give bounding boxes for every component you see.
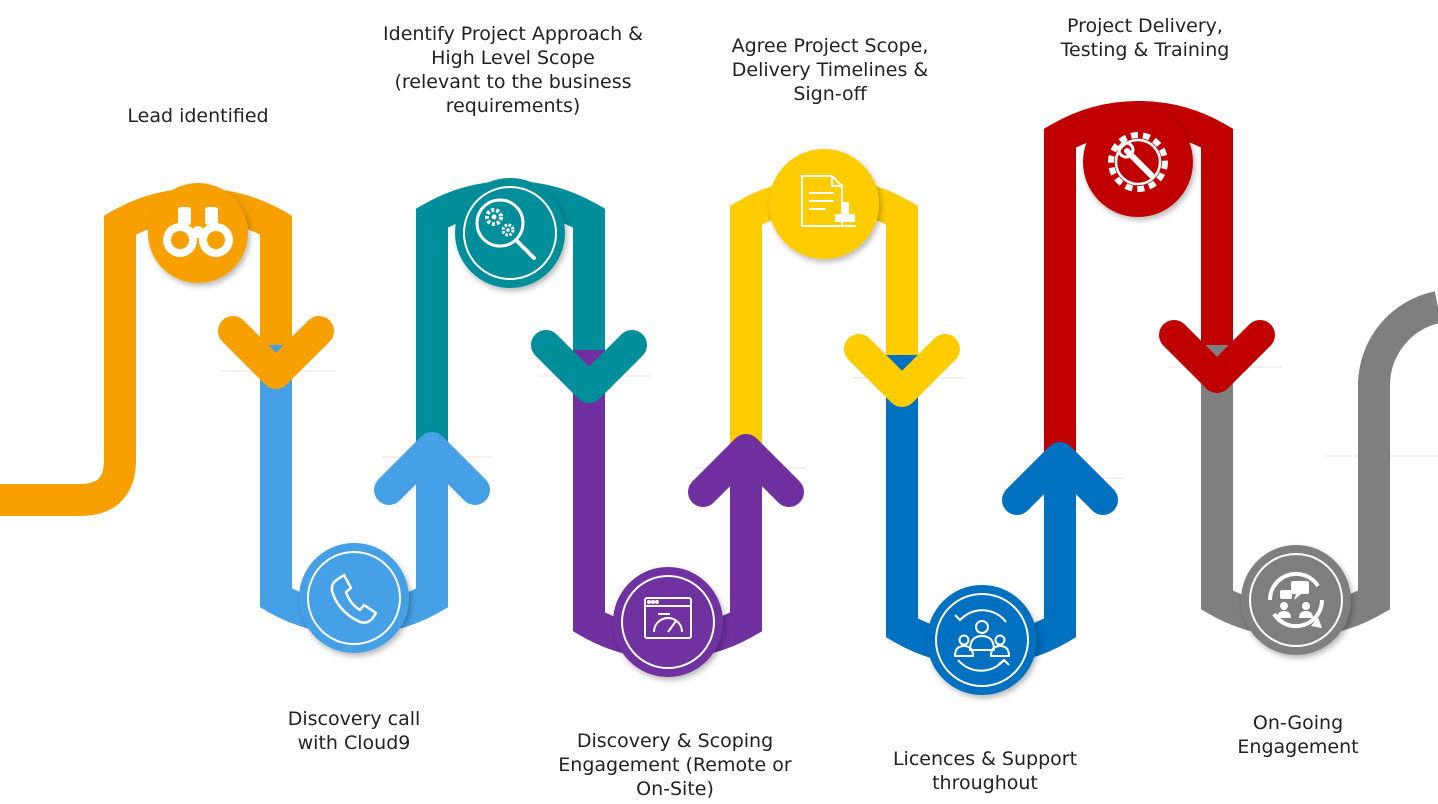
icon-teal-circle	[455, 178, 565, 288]
step-label-discovery-scoping: Discovery & Scoping Engagement (Remote o…	[558, 730, 792, 800]
binoculars-icon	[163, 207, 233, 257]
icon-yellow-circle	[769, 149, 879, 259]
gear-wrench-icon	[1108, 132, 1168, 192]
step-label-identify-approach: Identify Project Approach & High Level S…	[383, 23, 643, 117]
magnifier-gears-icon	[475, 198, 536, 260]
step-label-lead-identified: Lead identified	[127, 105, 269, 127]
icon-gray-circle	[1241, 545, 1351, 655]
arrow-up-purple	[688, 434, 804, 507]
step-label-ongoing-engagement: On-Going Engagement	[1237, 712, 1359, 758]
step-label-discovery-call: Discovery call with Cloud9	[287, 708, 421, 754]
arrow-down-teal	[531, 330, 647, 403]
arrow-up-light-blue	[374, 432, 490, 505]
icon-blue-circle	[927, 585, 1037, 695]
step-label-project-delivery: Project Delivery, Testing & Training	[1060, 15, 1230, 61]
arrow-down-orange	[218, 316, 334, 389]
icon-light-blue-circle	[299, 543, 409, 653]
conversation-cycle-icon	[1267, 571, 1325, 629]
icon-purple-circle	[613, 567, 723, 677]
path-segment-orange	[0, 188, 292, 516]
arrow-down-yellow	[844, 334, 960, 407]
step-label-agree-scope: Agree Project Scope, Delivery Timelines …	[731, 35, 929, 105]
icon-orange-circle	[148, 183, 248, 283]
arrow-up-blue	[1002, 442, 1118, 515]
dashboard-window-icon	[644, 597, 692, 639]
step-label-licences-support: Licences & Support throughout	[892, 748, 1078, 794]
phone-icon	[330, 573, 378, 624]
icon-red-circle	[1083, 107, 1193, 217]
arrow-down-red	[1159, 320, 1275, 393]
document-stamp-icon	[801, 175, 856, 227]
people-cycle-icon	[953, 609, 1011, 672]
